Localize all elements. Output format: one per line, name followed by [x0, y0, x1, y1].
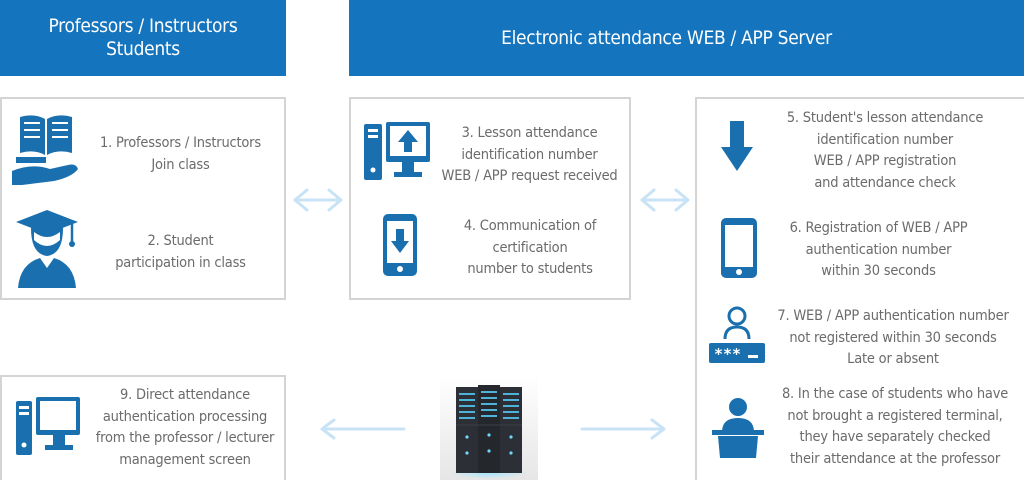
left-arrow-icon	[320, 417, 406, 446]
step-2-text: 2. Student participation in class	[115, 233, 246, 271]
header-users-label: Professors / Instructors Students	[48, 15, 238, 60]
book-in-hand-icon	[12, 113, 80, 187]
header-server: Electronic attendance WEB / APP Server	[349, 0, 1024, 76]
graduate-student-icon	[14, 208, 80, 288]
header-users: Professors / Instructors Students	[0, 0, 286, 76]
desktop-computer-icon	[14, 395, 82, 457]
user-password-icon: ***	[708, 305, 766, 365]
phone-download-icon	[382, 213, 418, 277]
verification-box	[695, 97, 1024, 480]
computer-upload-icon	[362, 120, 432, 182]
step-1-text: 1. Professors / Instructors Join class	[100, 135, 261, 173]
step-3-text: 3. Lesson attendance identification numb…	[441, 125, 618, 184]
bidirectional-arrow-icon	[640, 187, 690, 218]
person-at-desk-icon	[710, 396, 766, 458]
step-7-text: 7. WEB / APP authentication number not r…	[777, 308, 1009, 367]
svg-text:***: ***	[714, 345, 741, 363]
step-8-text: 8. In the case of students who have not …	[781, 386, 1009, 467]
down-arrow-icon	[721, 121, 753, 171]
step-5-text: 5. Student's lesson attendance identific…	[786, 110, 984, 191]
header-server-label: Electronic attendance WEB / APP Server	[501, 26, 832, 49]
bidirectional-arrow-icon	[293, 187, 343, 218]
smartphone-icon	[720, 217, 758, 279]
right-arrow-icon	[580, 417, 666, 446]
step-9-text: 9. Direct attendance authentication proc…	[95, 387, 275, 468]
step-6-text: 6. Registration of WEB / APP authenticat…	[789, 220, 968, 279]
step-4-text: 4. Communication of certification number…	[463, 218, 597, 277]
server-rack-icon	[440, 375, 538, 480]
